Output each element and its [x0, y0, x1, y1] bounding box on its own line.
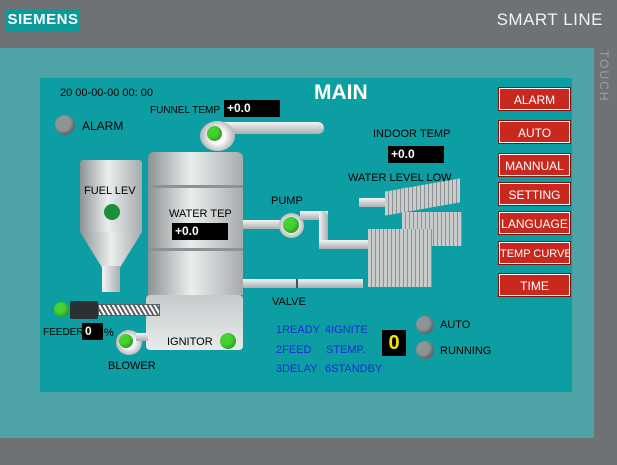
alarm-button[interactable]: ALARM	[498, 87, 571, 111]
water-temp-value: +0.0	[172, 223, 228, 240]
hopper-outlet	[102, 266, 120, 292]
pump-label: PUMP	[271, 195, 303, 207]
step-indicator: 0	[382, 330, 406, 356]
funnel-temp-value: +0.0	[224, 100, 280, 117]
feeder-lamp	[54, 302, 69, 317]
exhaust-fan-lamp	[207, 126, 222, 141]
water-temp-label: WATER TEP	[169, 208, 232, 220]
state-delay: 3DELAY	[276, 363, 318, 375]
feeder-value: 0	[82, 323, 103, 340]
page-title: MAIN	[314, 81, 368, 104]
fuel-level-label: FUEL LEV	[84, 185, 136, 197]
state-ready: 1READY	[276, 324, 321, 336]
water-level-low-label: WATER LEVEL LOW	[348, 172, 452, 184]
language-button[interactable]: LANGUAGE	[498, 211, 571, 235]
smart-line-label: SMART LINE	[496, 10, 603, 29]
state-feed: 2FEED	[276, 344, 312, 356]
pump-lamp	[283, 217, 299, 233]
indoor-temp-value: +0.0	[388, 146, 444, 163]
device-bezel	[0, 0, 617, 48]
auto-mode-label: AUTO	[440, 319, 471, 331]
alarm-lamp	[55, 115, 75, 135]
supply-pipe	[319, 240, 369, 249]
feeder-motor	[70, 301, 98, 319]
pump-riser	[319, 211, 328, 247]
indoor-temp-label: INDOOR TEMP	[373, 128, 451, 140]
manual-button[interactable]: MANNUAL	[498, 153, 571, 177]
feeder-label: FEEDER	[43, 327, 84, 338]
time-button[interactable]: TIME	[498, 273, 571, 297]
radiator-3	[368, 229, 432, 287]
blower-duct	[136, 333, 148, 341]
touch-label: TOUCH	[597, 50, 611, 103]
pump-outlet-pipe	[300, 211, 328, 220]
setting-button[interactable]: SETTING	[498, 182, 571, 206]
fuel-level-lamp	[104, 204, 120, 220]
feeder-unit: %	[104, 327, 114, 339]
temp-curve-button[interactable]: TEMP CURVE	[498, 241, 572, 265]
auto-lamp	[416, 316, 434, 334]
return-pipe	[243, 279, 363, 288]
exhaust-pipe	[223, 122, 324, 134]
ignitor-label: IGNITOR	[167, 336, 213, 348]
valve-mark	[296, 279, 298, 288]
feeder-screw	[98, 304, 160, 316]
funnel-temp-label: FUNNEL TEMP	[150, 105, 221, 116]
pump-inlet-pipe	[243, 220, 283, 229]
boiler-band	[148, 248, 243, 251]
ignitor-lamp	[220, 333, 236, 349]
auto-button[interactable]: AUTO	[498, 120, 571, 144]
fuel-hopper	[80, 160, 142, 232]
blower-lamp	[119, 334, 133, 348]
alarm-label: ALARM	[82, 119, 124, 133]
state-stemp-label: STEMP.	[326, 344, 366, 356]
siemens-logo: SIEMENS	[6, 9, 80, 31]
blower-label: BLOWER	[108, 360, 156, 372]
state-standby: 6STANDBY	[325, 363, 383, 375]
upper-supply-pipe	[359, 198, 399, 207]
running-label: RUNNING	[440, 345, 492, 357]
boiler-band	[148, 185, 243, 188]
running-lamp	[416, 341, 434, 359]
datetime-display: 20 00-00-00 00: 00	[60, 87, 153, 99]
valve-label: VALVE	[272, 296, 306, 308]
state-ignite: 4IGNITE	[325, 324, 368, 336]
